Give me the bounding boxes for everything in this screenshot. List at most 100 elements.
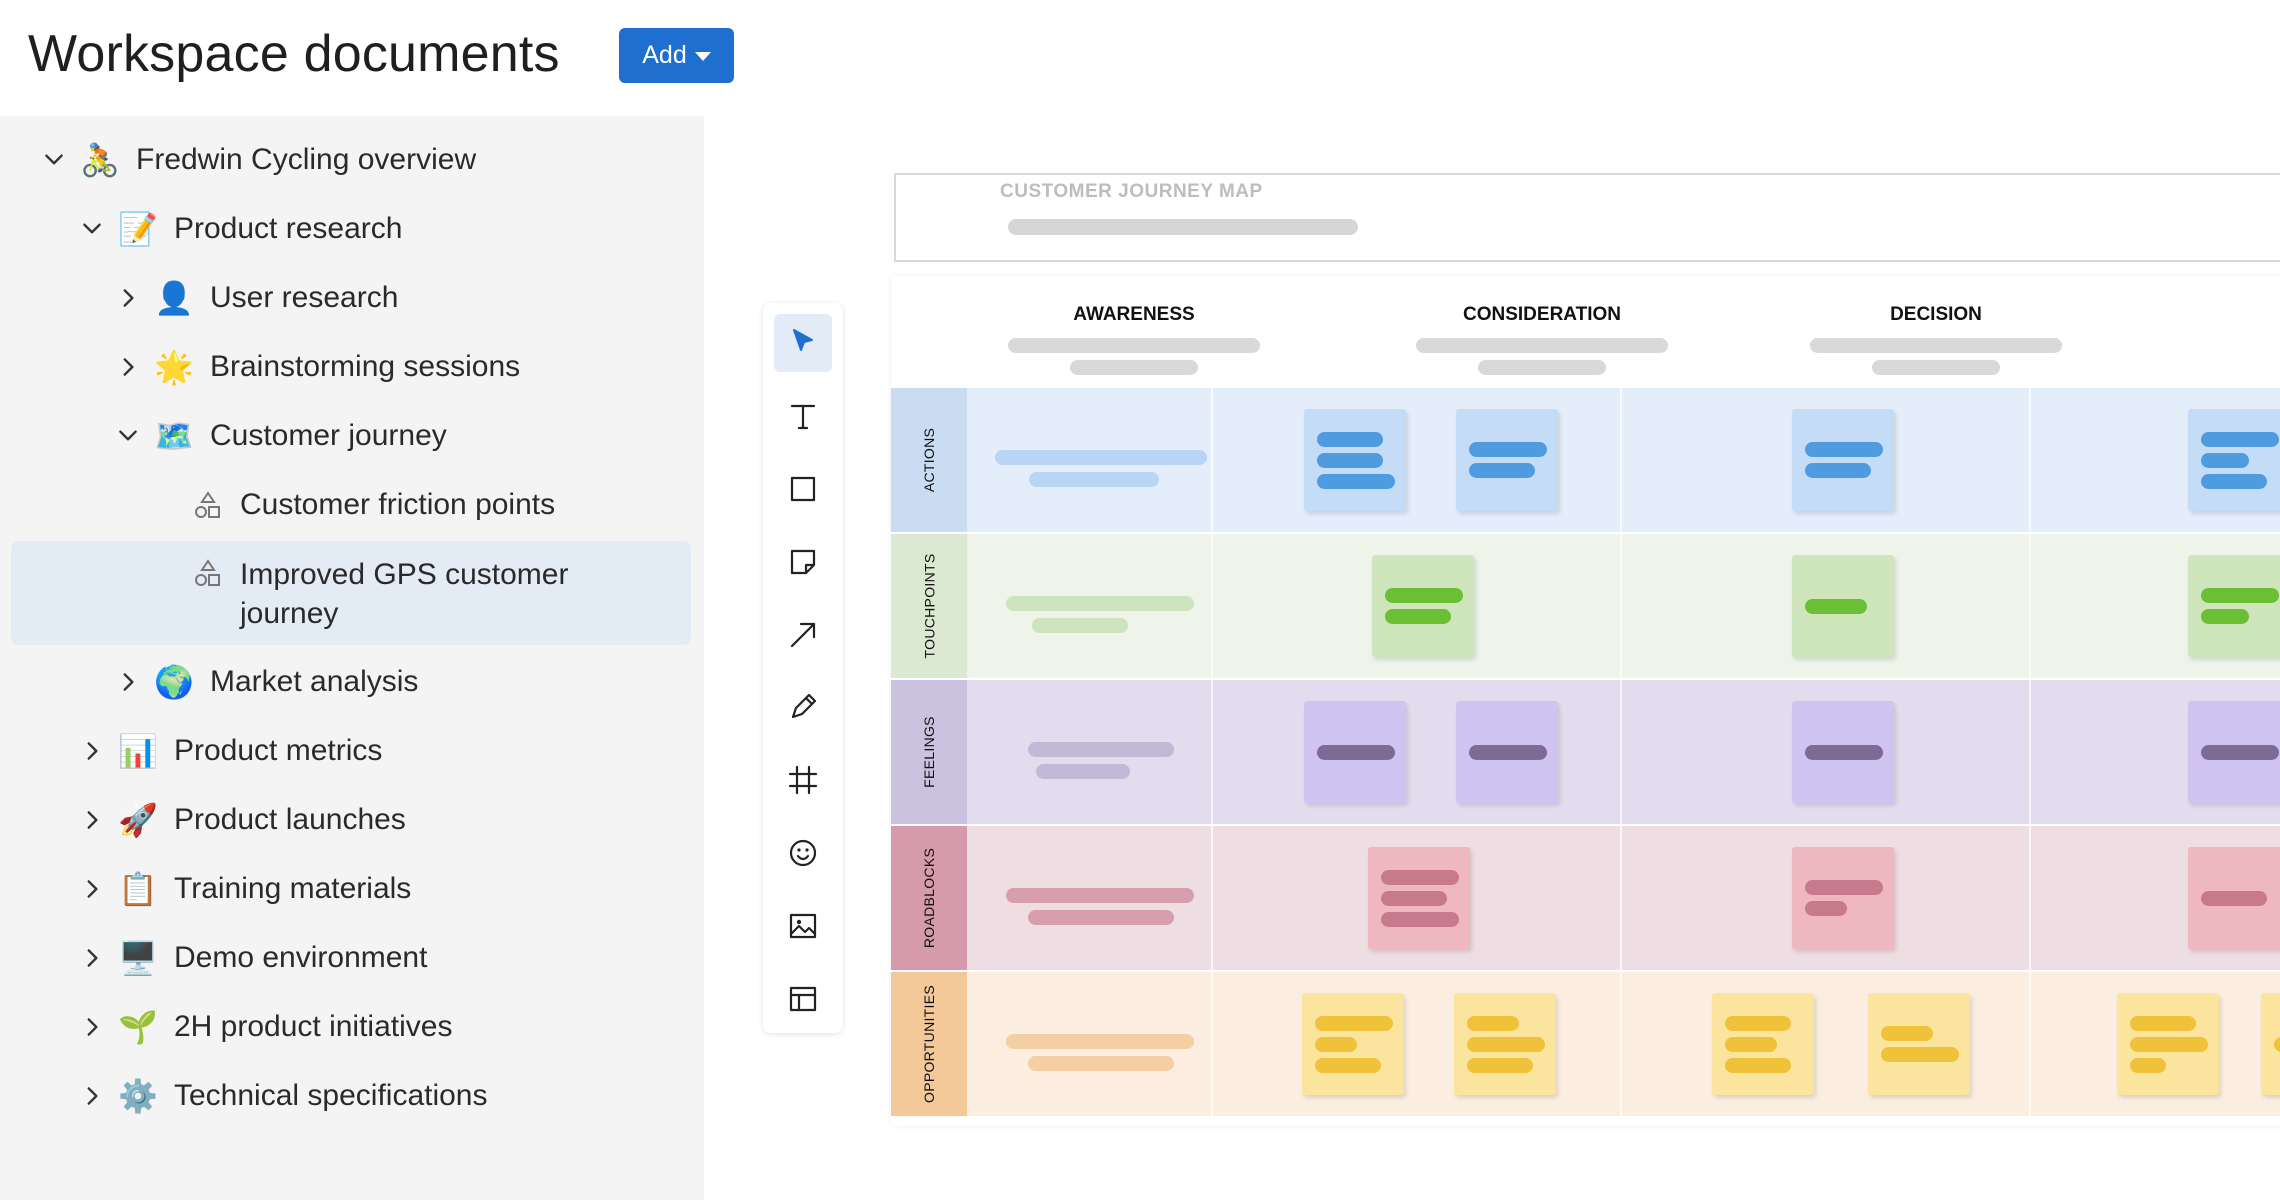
tree-item[interactable]: 🌍Market analysis (0, 647, 418, 716)
tree-item[interactable]: 🌟Brainstorming sessions (0, 332, 520, 401)
swimlane-roadblocks[interactable]: ROADBLOCKS (891, 826, 2280, 970)
chevron-down-icon[interactable] (108, 416, 148, 456)
sticky-note[interactable] (1792, 555, 1894, 657)
sticky-note-text-bar (1725, 1015, 1791, 1031)
swimlane-label: FEELINGS (921, 716, 937, 788)
chevron-right-icon[interactable] (108, 347, 148, 387)
tree-item[interactable]: 📋Training materials (0, 854, 411, 923)
chevron-right-icon[interactable] (72, 1076, 112, 1116)
sticky-note[interactable] (2117, 993, 2219, 1095)
column-divider (1211, 826, 1213, 970)
chevron-right-icon[interactable] (72, 1007, 112, 1047)
sticky-note-text-bar (1467, 1036, 1545, 1052)
sticky-note[interactable] (1712, 993, 1814, 1095)
sticky-note[interactable] (1372, 555, 1474, 657)
tree-item[interactable]: Customer friction points (0, 470, 555, 539)
swimlane-feelings[interactable]: FEELINGS (891, 680, 2280, 824)
text-tool[interactable] (774, 387, 832, 445)
sticky-note-text-bar (2130, 1036, 2208, 1052)
sticky-note-text-bar (1467, 1015, 1519, 1031)
chevron-right-icon[interactable] (108, 662, 148, 702)
sticky-note[interactable] (1792, 701, 1894, 803)
add-button[interactable]: Add (619, 28, 734, 83)
sticky-note[interactable] (1304, 409, 1406, 511)
chevron-right-icon[interactable] (72, 938, 112, 978)
image-icon (789, 913, 817, 939)
tree-item[interactable]: 🖥️Demo environment (0, 923, 427, 992)
whiteboard-shapes-icon (190, 555, 226, 591)
select-tool[interactable] (774, 314, 832, 372)
sticky-note[interactable] (1792, 847, 1894, 949)
sticky-note[interactable] (1368, 847, 1470, 949)
stage-header: DECISION (1890, 304, 1982, 325)
sticky-note[interactable] (2261, 993, 2280, 1095)
chevron-down-icon[interactable] (72, 209, 112, 249)
tree-item[interactable]: 🗺️ Customer journey (0, 401, 447, 470)
tree-item[interactable]: 📝Product research (0, 194, 402, 263)
bar-chart-icon: 📊 (118, 732, 158, 769)
frame-tool[interactable] (774, 751, 832, 809)
arrow-tool[interactable] (774, 606, 832, 664)
tree-item[interactable]: 🌱2H product initiatives (0, 992, 452, 1061)
column-divider (1620, 826, 1622, 970)
tree-item[interactable]: ⚙️Technical specifications (0, 1061, 488, 1130)
chevron-right-icon[interactable] (108, 278, 148, 318)
add-button-label: Add (642, 41, 687, 69)
cyclist-icon: 🚴 (80, 141, 120, 178)
sticky-note-text-bar (2201, 744, 2279, 760)
emoji-icon (789, 839, 817, 867)
pen-tool[interactable] (774, 678, 832, 736)
tree-item[interactable]: 👤User research (0, 263, 398, 332)
tree-item-label: Customer journey (210, 418, 447, 452)
tree-item-label: 2H product initiatives (174, 1009, 453, 1043)
sticky-note[interactable] (1302, 993, 1404, 1095)
sticky-note[interactable] (1304, 701, 1406, 803)
sticky-note-text-bar (1881, 1026, 1933, 1041)
rectangle-icon (790, 476, 816, 502)
sticky-note[interactable] (2188, 847, 2280, 949)
sticky-note-text-bar (2130, 1057, 2166, 1073)
rectangle-tool[interactable] (774, 460, 832, 518)
swimlane-label: ROADBLOCKS (921, 847, 937, 949)
chevron-right-icon[interactable] (72, 869, 112, 909)
sticky-note[interactable] (2188, 555, 2280, 657)
image-tool[interactable] (774, 897, 832, 955)
chevron-right-icon[interactable] (72, 800, 112, 840)
swimlane-actions[interactable]: ACTIONS (891, 388, 2280, 532)
swimlane-touchpoints[interactable]: TOUCHPOINTS (891, 534, 2280, 678)
board-title: CUSTOMER JOURNEY MAP (1000, 181, 1263, 202)
rocket-icon: 🚀 (118, 801, 158, 838)
tree-item-selected[interactable]: Improved GPS customer journey (11, 541, 691, 645)
tree-item[interactable]: 🚴Fredwin Cycling overview (0, 125, 476, 194)
sticky-note[interactable] (2188, 409, 2280, 511)
sticky-note[interactable] (1456, 409, 1558, 511)
sticky-note[interactable] (1868, 993, 1970, 1095)
sticky-note[interactable] (1456, 701, 1558, 803)
chevron-down-icon[interactable] (34, 140, 74, 180)
board-title-frame[interactable]: CUSTOMER JOURNEY MAP (894, 173, 2280, 262)
sticky-note[interactable] (2188, 701, 2280, 803)
sticky-note[interactable] (1454, 993, 1556, 1095)
swimlane-label: ACTIONS (920, 427, 937, 493)
person-icon: 👤 (154, 279, 194, 316)
template-tool[interactable] (774, 970, 832, 1028)
tree-item[interactable]: 📊 Product metrics (0, 716, 382, 785)
tree-item[interactable]: 🚀Product launches (0, 785, 406, 854)
row-label-placeholder-bar (995, 450, 1207, 465)
tree-item-label: Product metrics (174, 733, 383, 767)
column-divider (1620, 534, 1622, 678)
swimlane-opportunities[interactable]: OPPORTUNITIES (891, 972, 2280, 1116)
sticky-note-text-bar (1805, 744, 1883, 760)
map-icon: 🗺️ (154, 417, 194, 454)
column-divider (1620, 388, 1622, 532)
chevron-right-icon[interactable] (72, 731, 112, 771)
row-label-placeholder-bar (1036, 764, 1130, 779)
column-divider (1211, 680, 1213, 824)
sticky-note-tool[interactable] (774, 533, 832, 591)
frame-icon (788, 765, 818, 795)
emoji-tool[interactable] (774, 824, 832, 882)
sticky-note[interactable] (1792, 409, 1894, 511)
placeholder-text-bar (1478, 360, 1606, 375)
